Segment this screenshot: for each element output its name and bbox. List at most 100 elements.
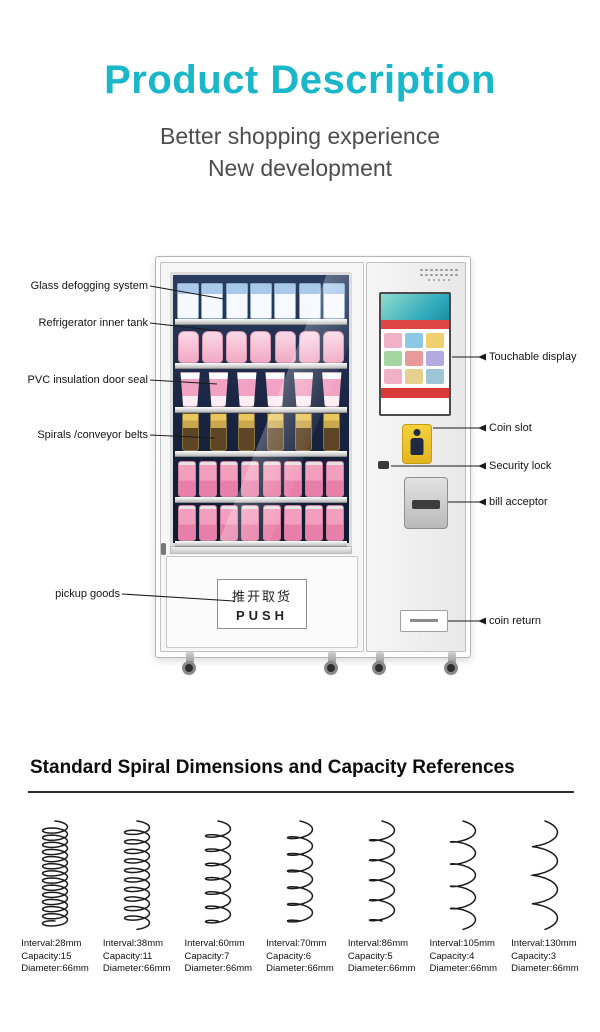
product-can (241, 505, 260, 541)
callout-glass-defogging: Glass defogging system (30, 280, 148, 292)
push-sign-en: PUSH (235, 607, 289, 623)
spiral-capacity: Capacity:11 (102, 950, 153, 962)
touch-screen (379, 292, 451, 416)
caster-wheel (372, 652, 388, 682)
shelf (175, 497, 347, 503)
product-cup (322, 372, 342, 407)
speaker-dot (435, 268, 438, 272)
caster-wheel (324, 652, 340, 682)
product-cup (208, 372, 229, 407)
caster-wheel (444, 652, 460, 682)
speaker-dot (430, 273, 433, 277)
product-pouch (323, 331, 345, 363)
spiral-capacity: Capacity:7 (184, 950, 230, 962)
subtitle-line-1: Better shopping experience (159, 123, 441, 149)
product-row (176, 369, 346, 407)
product-box (274, 283, 297, 319)
product-cup (237, 372, 257, 407)
product-can (305, 461, 324, 497)
product-row (176, 325, 346, 363)
screen-banner-image (381, 294, 449, 320)
page-title: Product Description (104, 58, 496, 102)
product-can (177, 461, 196, 497)
product-can (198, 505, 217, 541)
speaker-grille (420, 267, 458, 283)
speaker-dot (440, 273, 443, 277)
product-can (283, 505, 302, 541)
shelf-base-strip (170, 546, 352, 554)
product-can (198, 461, 217, 497)
product-can (220, 505, 239, 541)
product-can (241, 461, 260, 497)
push-sign: 推开取货 PUSH (217, 579, 307, 629)
speaker-dot (437, 278, 441, 282)
subtitle-line-2: New development (207, 155, 393, 181)
spiral-capacity: Capacity:3 (511, 950, 557, 962)
spiral-interval: Interval:130mm (511, 938, 577, 949)
spiral-diameter: Diameter:66mm (184, 963, 253, 974)
product-row (176, 281, 346, 319)
speaker-dot (445, 273, 448, 277)
speaker-dot (427, 278, 431, 282)
spiral-interval: Interval:105mm (429, 938, 495, 949)
product-pouch (299, 331, 321, 363)
shelf (175, 451, 347, 457)
product-pouch (177, 331, 199, 363)
speaker-dot (432, 278, 436, 282)
spiral-capacity: Capacity:4 (429, 950, 475, 962)
spiral-diameter: Diameter:66mm (429, 963, 498, 974)
screen-product-thumb (405, 351, 423, 366)
screen-product-thumb (405, 369, 423, 384)
product-box (322, 283, 345, 319)
spiral-capacity: Capacity:15 (21, 950, 72, 962)
shelf (175, 541, 347, 547)
callout-pvc-door-seal: PVC insulation door seal (27, 374, 148, 386)
product-can (262, 505, 281, 541)
spiral-capacity: Capacity:5 (347, 950, 393, 962)
door-lock (161, 543, 166, 555)
product-row (176, 455, 346, 497)
spiral-interval: Interval:70mm (266, 938, 327, 949)
spiral-drawing (123, 820, 150, 931)
spiral-drawing (205, 820, 232, 924)
screen-product-thumb (426, 369, 444, 384)
callout-refrigerator-tank: Refrigerator inner tank (38, 317, 148, 329)
screen-product-thumb (384, 369, 402, 384)
callout-security-lock: Security lock (489, 460, 552, 472)
product-pouch (274, 331, 296, 363)
product-box (177, 283, 200, 319)
screen-product-grid (381, 329, 449, 388)
product-row (176, 409, 346, 451)
product-pouch (250, 331, 272, 363)
screen-product-thumb (426, 333, 444, 348)
section-divider (28, 791, 574, 793)
product-can (326, 461, 345, 497)
spiral-drawing (41, 820, 69, 927)
product-cup (293, 372, 314, 407)
speaker-dot (442, 278, 446, 282)
speaker-dot (435, 273, 438, 277)
product-bottle (266, 409, 284, 451)
screen-product-thumb (384, 333, 402, 348)
product-bottle (294, 409, 312, 451)
bill-acceptor (404, 477, 448, 529)
caster-wheel (182, 652, 198, 682)
product-box (225, 283, 248, 319)
spiral-drawing (368, 820, 395, 922)
speaker-dot (420, 268, 423, 272)
product-can (283, 461, 302, 497)
callout-bill-acceptor: bill acceptor (489, 496, 548, 508)
shelf (175, 363, 347, 369)
arrowhead-icon (478, 617, 486, 625)
product-box (201, 283, 224, 319)
coin-return-tray (400, 610, 448, 632)
callout-pickup-goods: pickup goods (55, 588, 120, 600)
spiral-diameter: Diameter:66mm (266, 963, 334, 974)
